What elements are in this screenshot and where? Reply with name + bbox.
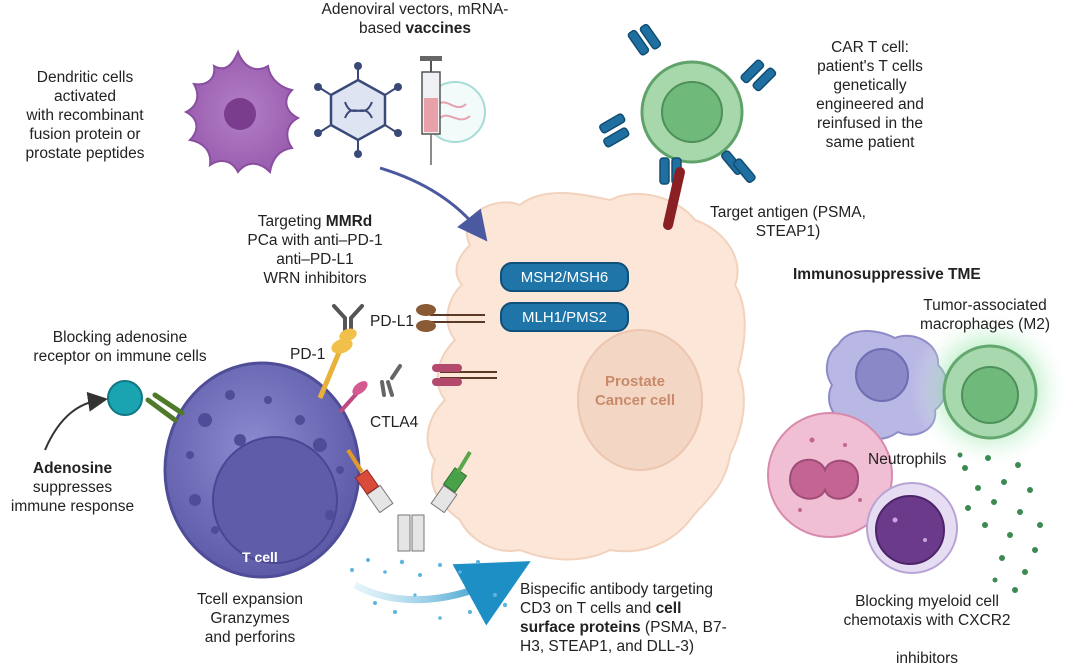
t-cell-label: T cell [242, 549, 278, 565]
mmrd-label-rest: PCa with anti–PD-1 anti–PD-L1 WRN inhibi… [247, 232, 383, 287]
vaccines-label-bold: vaccines [405, 20, 472, 37]
t-cell [163, 361, 361, 579]
tam-label: Tumor-associated macrophages (M2) [919, 297, 1051, 333]
neutrophil-cell [767, 412, 893, 538]
bispecific-label-bold: cell surface proteins [520, 600, 682, 636]
mmrd-label-pre: Targeting [257, 213, 326, 230]
bispecific-label: Bispecific antibody targeting CD3 on T c… [520, 580, 760, 656]
cancer-receptor-pink [432, 364, 497, 386]
prostate-cell-label: Prostate Cancer cell [594, 373, 676, 409]
dendritic-cell-label: Dendritic cells activated with recombina… [25, 69, 145, 162]
expansion-arrow [353, 561, 531, 626]
neutrophils-label: Neutrophils [868, 451, 947, 468]
adenosine-label: Adenosine suppresses immune response [0, 459, 145, 516]
bispecific-antibody [346, 448, 472, 552]
adenosine-receptor [107, 380, 185, 423]
chemokine-dots [957, 452, 1043, 593]
adenosine-arrow [44, 391, 108, 451]
ctla4-label: CTLA4 [370, 414, 419, 431]
vaccines-label: Adenoviral vectors, mRNA- based vaccines [290, 0, 540, 38]
vaccine-arrow [379, 166, 488, 242]
tme-heading: Immunosuppressive TME [793, 266, 981, 283]
m2-macrophage [942, 344, 1038, 440]
pd-1-label: PD-1 [290, 346, 326, 363]
dendritic-cell [183, 49, 301, 175]
pd-l1-receptor [416, 304, 485, 332]
adenosine-label-bold: Adenosine [32, 460, 113, 477]
t-cell-expansion-label: Tcell expansion Granzymes and perforins [197, 591, 303, 646]
adenosine-label-rest: suppresses immune response [10, 479, 135, 515]
cancer-nucleus [577, 329, 703, 471]
car-t-cell [599, 23, 777, 230]
target-antigen-label: Target antigen (PSMA, STEAP1) [710, 204, 866, 240]
mmrd-label-bold: MMRd [325, 213, 373, 230]
myeloid-cell [866, 482, 958, 574]
bispecific-label-rest: (PSMA, B7- H3, STEAP1, and DLL-3) [520, 619, 727, 655]
vaccines-label-text: Adenoviral vectors, mRNA- based [321, 1, 509, 37]
msh2-msh6-badge: MSH2/MSH6 [500, 262, 629, 292]
granzyme-dots [350, 558, 508, 620]
anti-pd-l1-antibody [332, 304, 364, 332]
car-t-label: CAR T cell: patient's T cells geneticall… [816, 39, 924, 151]
adenoviral-vector-icon [314, 62, 402, 158]
pd-l1-label: PD-L1 [370, 313, 414, 330]
syringe-icon [420, 56, 486, 165]
adenosine-block-label: Blocking adenosine receptor on immune ce… [33, 329, 207, 365]
mlh1-pms2-badge: MLH1/PMS2 [500, 302, 629, 332]
bispecific-label-pre: Bispecific antibody targeting CD3 on T c… [520, 581, 714, 617]
ctla4-receptor [338, 364, 402, 414]
mmrd-label: Targeting MMRd PCa with anti–PD-1 anti–P… [230, 212, 400, 288]
myeloid-label: Blocking myeloid cell chemotaxis with CX… [843, 593, 1011, 667]
pd-1-receptor [317, 328, 357, 399]
